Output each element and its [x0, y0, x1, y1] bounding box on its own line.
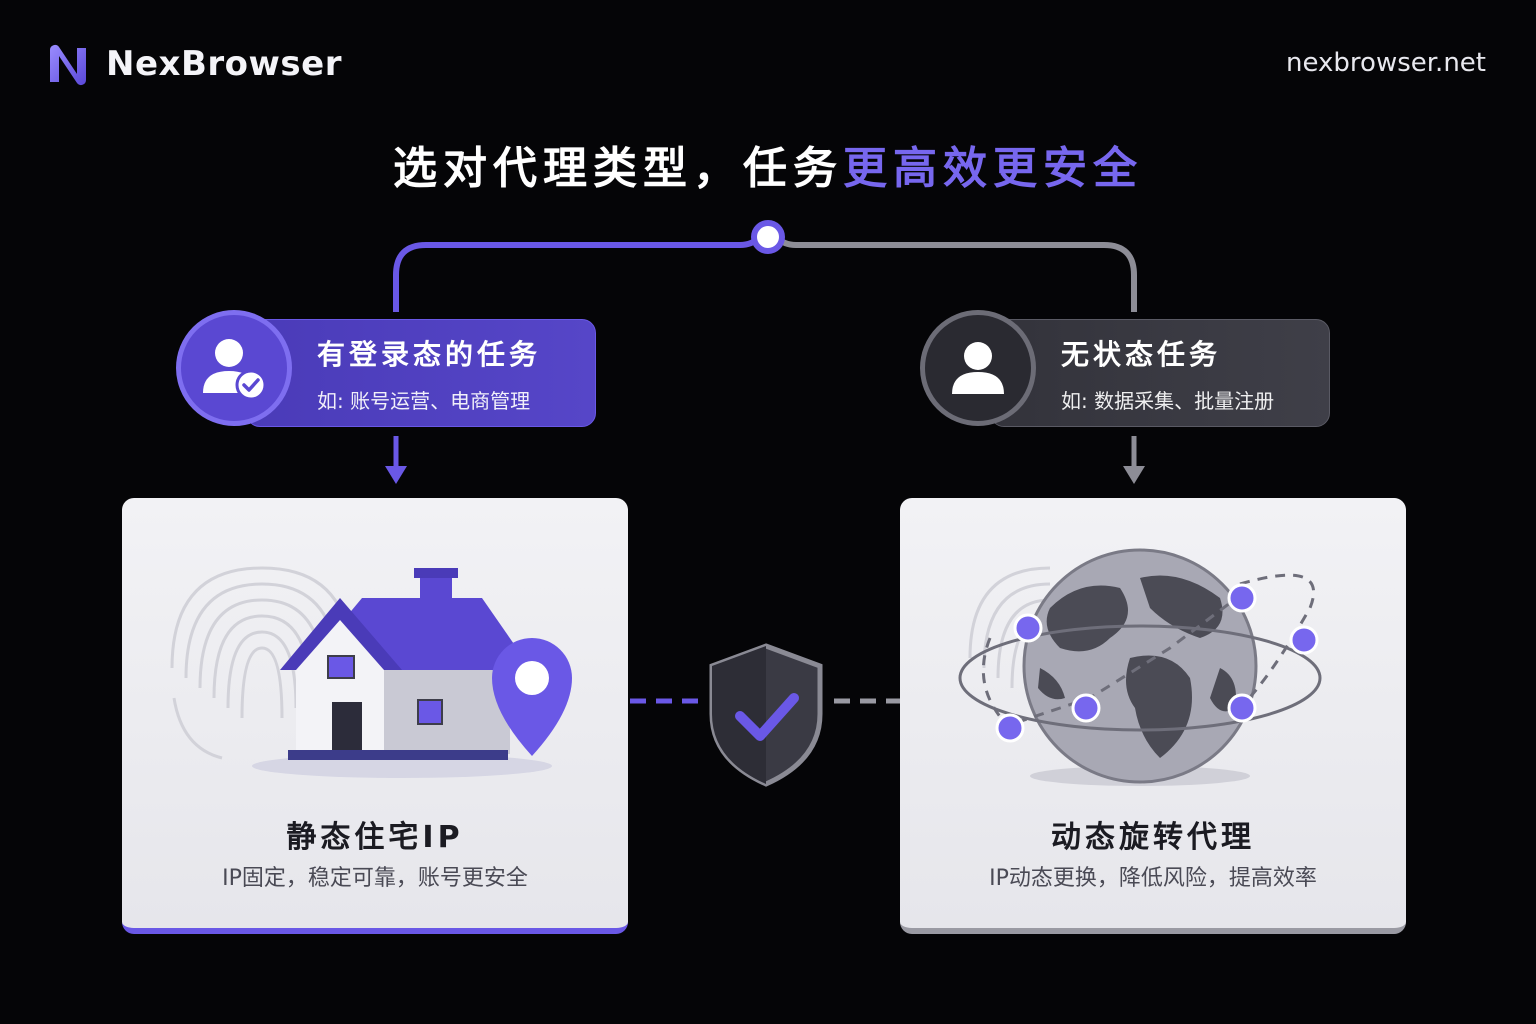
task-stateless-example: 如: 数据采集、批量注册 [1061, 388, 1275, 413]
task-stateful-title: 有登录态的任务 [317, 337, 542, 371]
proxy-rotating-desc: IP动态更换，降低风险，提高效率 [989, 866, 1317, 891]
proxy-rotating-card[interactable]: 动态旋转代理 IP动态更换，降低风险，提高效率 [900, 498, 1406, 934]
network-nodes [995, 583, 1319, 743]
user-avatar [920, 310, 1036, 426]
globe-illustration [958, 548, 1322, 786]
logo-n-icon [50, 45, 86, 86]
globe-icon [1022, 548, 1258, 784]
proxy-rotating-title: 动态旋转代理 [1051, 820, 1255, 855]
proxy-static-desc: IP固定，稳定可靠，账号更安全 [222, 866, 528, 891]
house-icon [280, 568, 532, 760]
proxy-static-card[interactable]: 静态住宅IP IP固定，稳定可靠，账号更安全 [122, 498, 628, 934]
user-check-avatar [176, 310, 292, 426]
task-stateless[interactable]: 无状态任务 如: 数据采集、批量注册 [920, 310, 1332, 434]
location-pin-icon [492, 638, 572, 756]
headline-accent: 更高效更安全 [843, 143, 1143, 194]
task-stateful[interactable]: 有登录态的任务 如: 账号运营、电商管理 [176, 310, 596, 434]
orbit-lines [958, 573, 1322, 732]
headline-main: 选对代理类型，任务 [393, 143, 843, 194]
site-url[interactable]: nexbrowser.net [1286, 48, 1486, 78]
junction-node [751, 220, 785, 254]
brand-logo[interactable]: NexBrowser [44, 40, 342, 88]
shield-check-icon [709, 643, 823, 787]
headline: 选对代理类型，任务更高效更安全 [0, 132, 1536, 196]
task-stateless-title: 无状态任务 [1061, 337, 1222, 371]
task-stateful-example: 如: 账号运营、电商管理 [317, 388, 531, 413]
proxy-static-title: 静态住宅IP [286, 820, 464, 855]
user-icon [952, 342, 1004, 394]
brand-name: NexBrowser [106, 44, 342, 84]
user-check-icon [203, 339, 267, 401]
house-illustration [170, 566, 572, 778]
task-stateless-card: 无状态任务 如: 数据采集、批量注册 [990, 319, 1330, 427]
task-stateful-card: 有登录态的任务 如: 账号运营、电商管理 [246, 319, 596, 427]
